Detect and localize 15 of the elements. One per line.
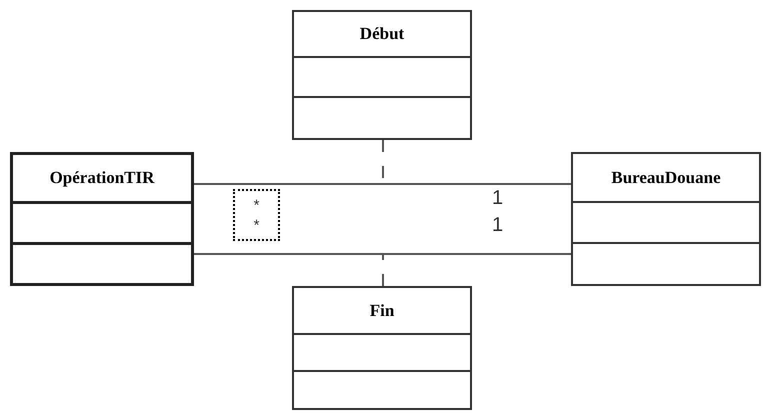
class-name: Début (360, 23, 404, 46)
class-box (10, 152, 194, 286)
multiplicity: * (254, 198, 260, 212)
class-box (292, 10, 472, 140)
association-line (194, 253, 571, 255)
class-name: BureauDouane (611, 166, 721, 188)
class-name: OpérationTIR (50, 167, 154, 190)
multiplicity: 1 (492, 215, 504, 235)
class-box (571, 152, 761, 286)
dotted-box (233, 189, 280, 241)
association-line (194, 183, 571, 185)
class-box (292, 286, 472, 410)
multiplicity: 1 (492, 188, 504, 208)
multiplicity: * (254, 218, 260, 232)
class-name: Fin (370, 300, 394, 322)
